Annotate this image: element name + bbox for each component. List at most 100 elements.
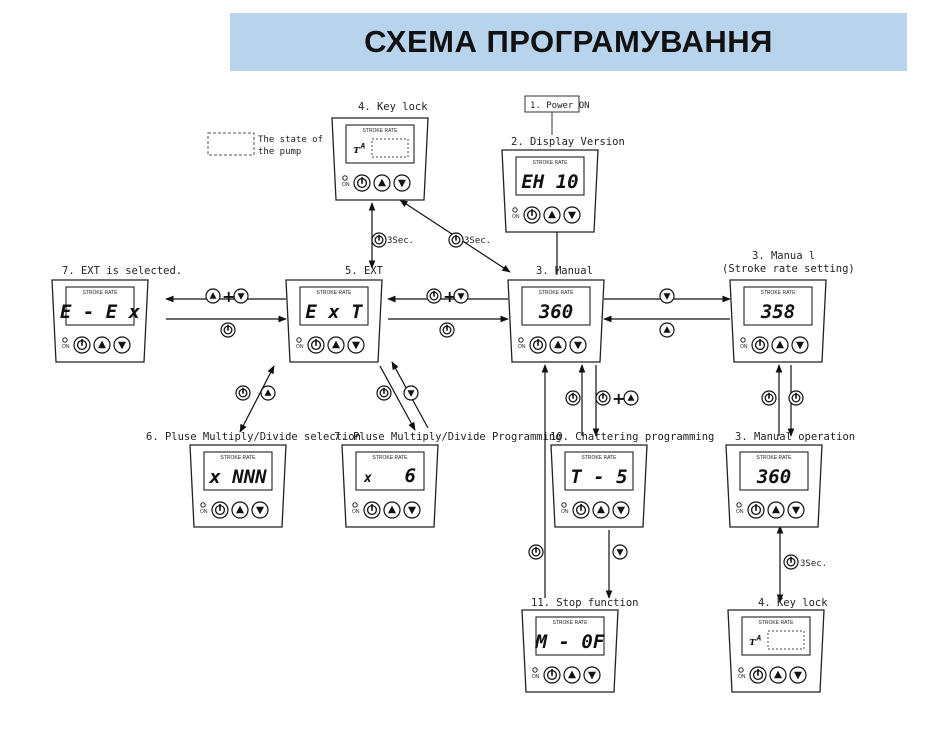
panel-display — [515, 156, 585, 196]
on-led-icon — [738, 667, 744, 673]
down-key-icon — [347, 336, 365, 354]
manual-setting-label-1: 3. Manua l — [752, 250, 815, 262]
keylock-ext-time: 3Sec. — [387, 236, 414, 246]
panel-header: STROKE RATE — [757, 455, 793, 461]
power-key-icon — [529, 336, 547, 354]
pulse-prog-label: 7. Pluse Multiply/Divide Programming — [334, 431, 562, 443]
panel-display — [535, 616, 605, 656]
power-key-icon — [749, 666, 767, 684]
on-led-icon — [518, 337, 524, 343]
down-key-icon — [563, 206, 581, 224]
down-key-icon — [791, 336, 809, 354]
on-led-icon — [200, 502, 206, 508]
power-key-icon — [783, 554, 799, 570]
power-key-icon — [353, 174, 371, 192]
power-key-icon — [448, 232, 464, 248]
panel-header: STROKE RATE — [317, 290, 353, 296]
on-led-icon — [736, 502, 742, 508]
panel-header: STROKE RATE — [373, 455, 409, 461]
on-indicator-label: ON — [352, 509, 360, 515]
down-key-icon — [659, 288, 675, 304]
on-led-icon — [342, 175, 348, 181]
on-indicator-label: ON — [200, 509, 208, 515]
ext-label: 5. EXT — [345, 265, 384, 277]
panel-header: STROKE RATE — [363, 128, 399, 134]
up-key-icon — [205, 288, 221, 304]
power-key-icon — [565, 390, 581, 406]
pulse-select-label: 6. Pluse Multiply/Divide selection — [146, 431, 361, 443]
down-key-icon — [453, 288, 469, 304]
key-lock-bottom-label: 4. Key lock — [758, 597, 828, 609]
on-led-icon — [561, 502, 567, 508]
key-lock-top-label: 4. Key lock — [358, 101, 428, 113]
on-led-icon — [352, 502, 358, 508]
panel-header: STROKE RATE — [759, 620, 795, 626]
key-lock-symbol-icon: ᴛᴬ — [749, 634, 763, 649]
down-key-icon — [403, 501, 421, 519]
up-key-icon — [563, 666, 581, 684]
power-key-icon — [426, 288, 442, 304]
on-led-icon — [296, 337, 302, 343]
display-value: T - 5 — [570, 466, 627, 488]
panel-display — [203, 451, 273, 491]
legend-line-1: The state of — [258, 135, 323, 145]
pump-panel-chattering: STROKE RATE T - 5 ON — [550, 444, 648, 528]
on-indicator-label: ON — [738, 674, 746, 680]
panel-display — [355, 451, 425, 491]
stop-function-label: 11. Stop function — [531, 597, 638, 609]
on-led-icon — [512, 207, 518, 213]
display-value: 6 — [405, 465, 416, 487]
panel-header: STROKE RATE — [83, 290, 119, 296]
display-value: EH 10 — [521, 171, 578, 193]
on-indicator-label: ON — [296, 344, 304, 350]
power-key-icon — [220, 322, 236, 338]
connections — [165, 199, 795, 603]
chattering-label: 10. Chattering programming — [550, 431, 714, 443]
up-key-icon — [383, 501, 401, 519]
legend-dashed-box — [207, 132, 255, 156]
up-key-icon — [543, 206, 561, 224]
panel-display — [521, 286, 591, 326]
ext-selected-label: 7. EXT is selected. — [62, 265, 182, 277]
display-value: E - E x — [60, 301, 141, 323]
down-key-icon — [787, 501, 805, 519]
power-on-node: 1. Power ON — [524, 95, 590, 135]
power-key-icon — [235, 385, 251, 401]
up-key-icon — [767, 501, 785, 519]
down-key-icon — [569, 336, 587, 354]
up-key-icon — [93, 336, 111, 354]
down-key-icon — [583, 666, 601, 684]
up-key-icon — [659, 322, 675, 338]
down-key-icon — [233, 288, 249, 304]
up-key-icon — [549, 336, 567, 354]
on-indicator-label: ON — [561, 509, 569, 515]
page-title: СХЕМА ПРОГРАМУВАННЯ — [364, 24, 773, 59]
down-key-icon — [789, 666, 807, 684]
display-value: 358 — [760, 301, 795, 323]
panel-display — [743, 286, 813, 326]
down-key-icon — [393, 174, 411, 192]
panel-header: STROKE RATE — [533, 160, 569, 166]
power-on-label: 1. Power ON — [530, 101, 590, 111]
on-indicator-label: ON — [532, 674, 540, 680]
down-key-icon — [403, 385, 419, 401]
panel-display — [299, 286, 369, 326]
plus-sign: + — [222, 287, 235, 306]
panel-header: STROKE RATE — [539, 290, 575, 296]
up-key-icon — [623, 390, 639, 406]
up-key-icon — [373, 174, 391, 192]
on-indicator-label: ON — [342, 182, 350, 188]
down-key-icon — [113, 336, 131, 354]
ext-to-pulse-prog-arrow — [379, 365, 416, 431]
display-value: M - 0F — [535, 631, 605, 653]
panel-header: STROKE RATE — [582, 455, 618, 461]
plus-sign: + — [443, 287, 456, 306]
display-value: E x T — [305, 301, 363, 323]
display-value: 360 — [538, 301, 573, 323]
